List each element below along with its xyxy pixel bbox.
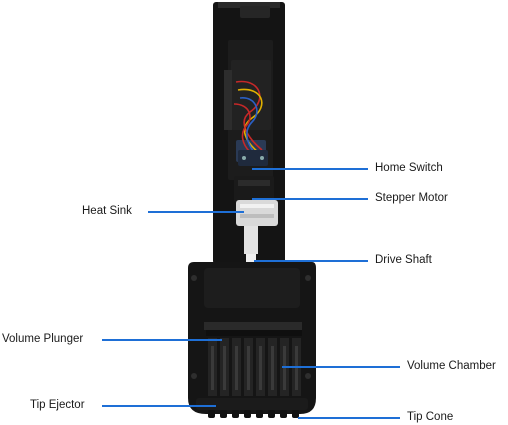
home-switch-part xyxy=(238,150,268,166)
leader-volume-plunger xyxy=(102,339,222,341)
label-home-switch: Home Switch xyxy=(375,161,443,175)
leader-tip-ejector xyxy=(102,405,216,407)
label-heat-sink: Heat Sink xyxy=(82,204,132,218)
label-volume-chamber: Volume Chamber xyxy=(407,359,496,373)
tip-ejector-part xyxy=(196,398,308,410)
leader-heat-sink xyxy=(148,211,244,213)
leader-drive-shaft xyxy=(254,260,368,262)
heat-sink-part xyxy=(236,200,278,226)
label-drive-shaft: Drive Shaft xyxy=(375,253,432,267)
label-volume-plunger: Volume Plunger xyxy=(2,332,83,346)
leader-tip-cone xyxy=(298,417,400,419)
label-tip-ejector: Tip Ejector xyxy=(30,398,85,412)
label-tip-cone: Tip Cone xyxy=(407,410,453,424)
leader-home-switch xyxy=(252,168,368,170)
leader-volume-chamber xyxy=(282,366,400,368)
label-stepper-motor: Stepper Motor xyxy=(375,191,448,205)
leader-stepper-motor xyxy=(252,198,368,200)
